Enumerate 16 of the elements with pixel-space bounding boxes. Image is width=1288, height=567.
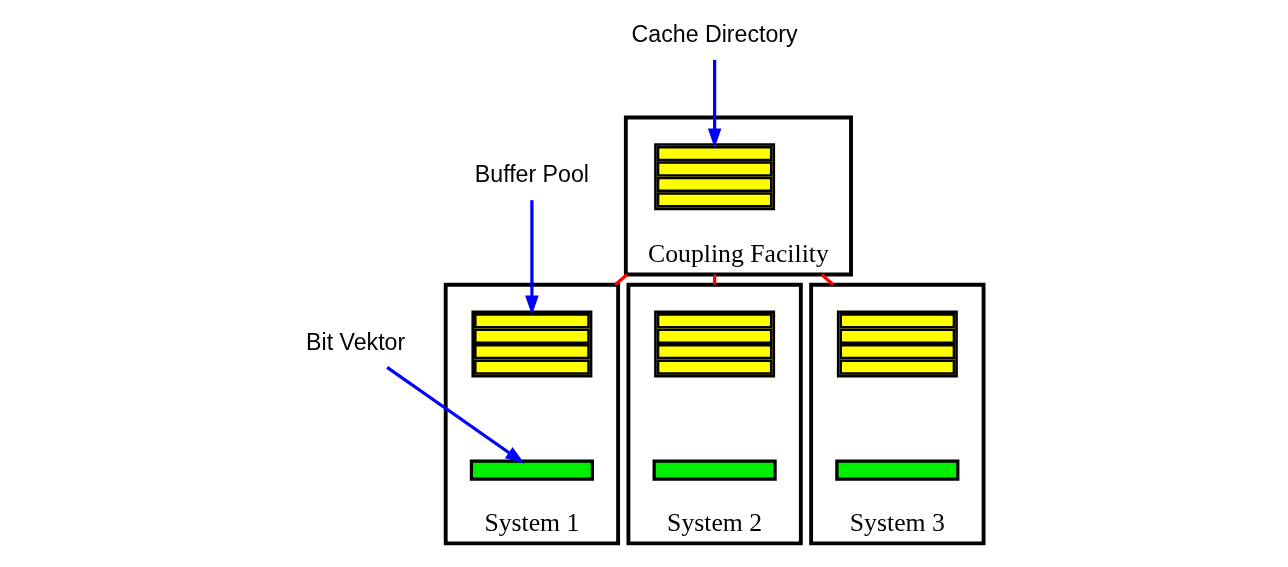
node-bar — [469, 459, 594, 481]
arrow — [524, 200, 539, 315]
arrow — [385, 366, 525, 464]
cluster: Coupling Facility — [623, 115, 853, 277]
connector — [820, 273, 834, 286]
node-text: Buffer Pool — [474, 161, 589, 188]
connector — [613, 273, 628, 287]
node-text: Cache Directory — [631, 21, 798, 48]
cluster: System 3 — [808, 282, 985, 546]
node-bar — [834, 459, 959, 481]
node-bar — [652, 459, 777, 481]
connector — [712, 274, 716, 285]
cluster: System 1 — [443, 282, 620, 546]
arrow — [707, 59, 721, 148]
cluster: System 2 — [626, 282, 803, 546]
node-text: Bit Vektor — [305, 328, 405, 355]
